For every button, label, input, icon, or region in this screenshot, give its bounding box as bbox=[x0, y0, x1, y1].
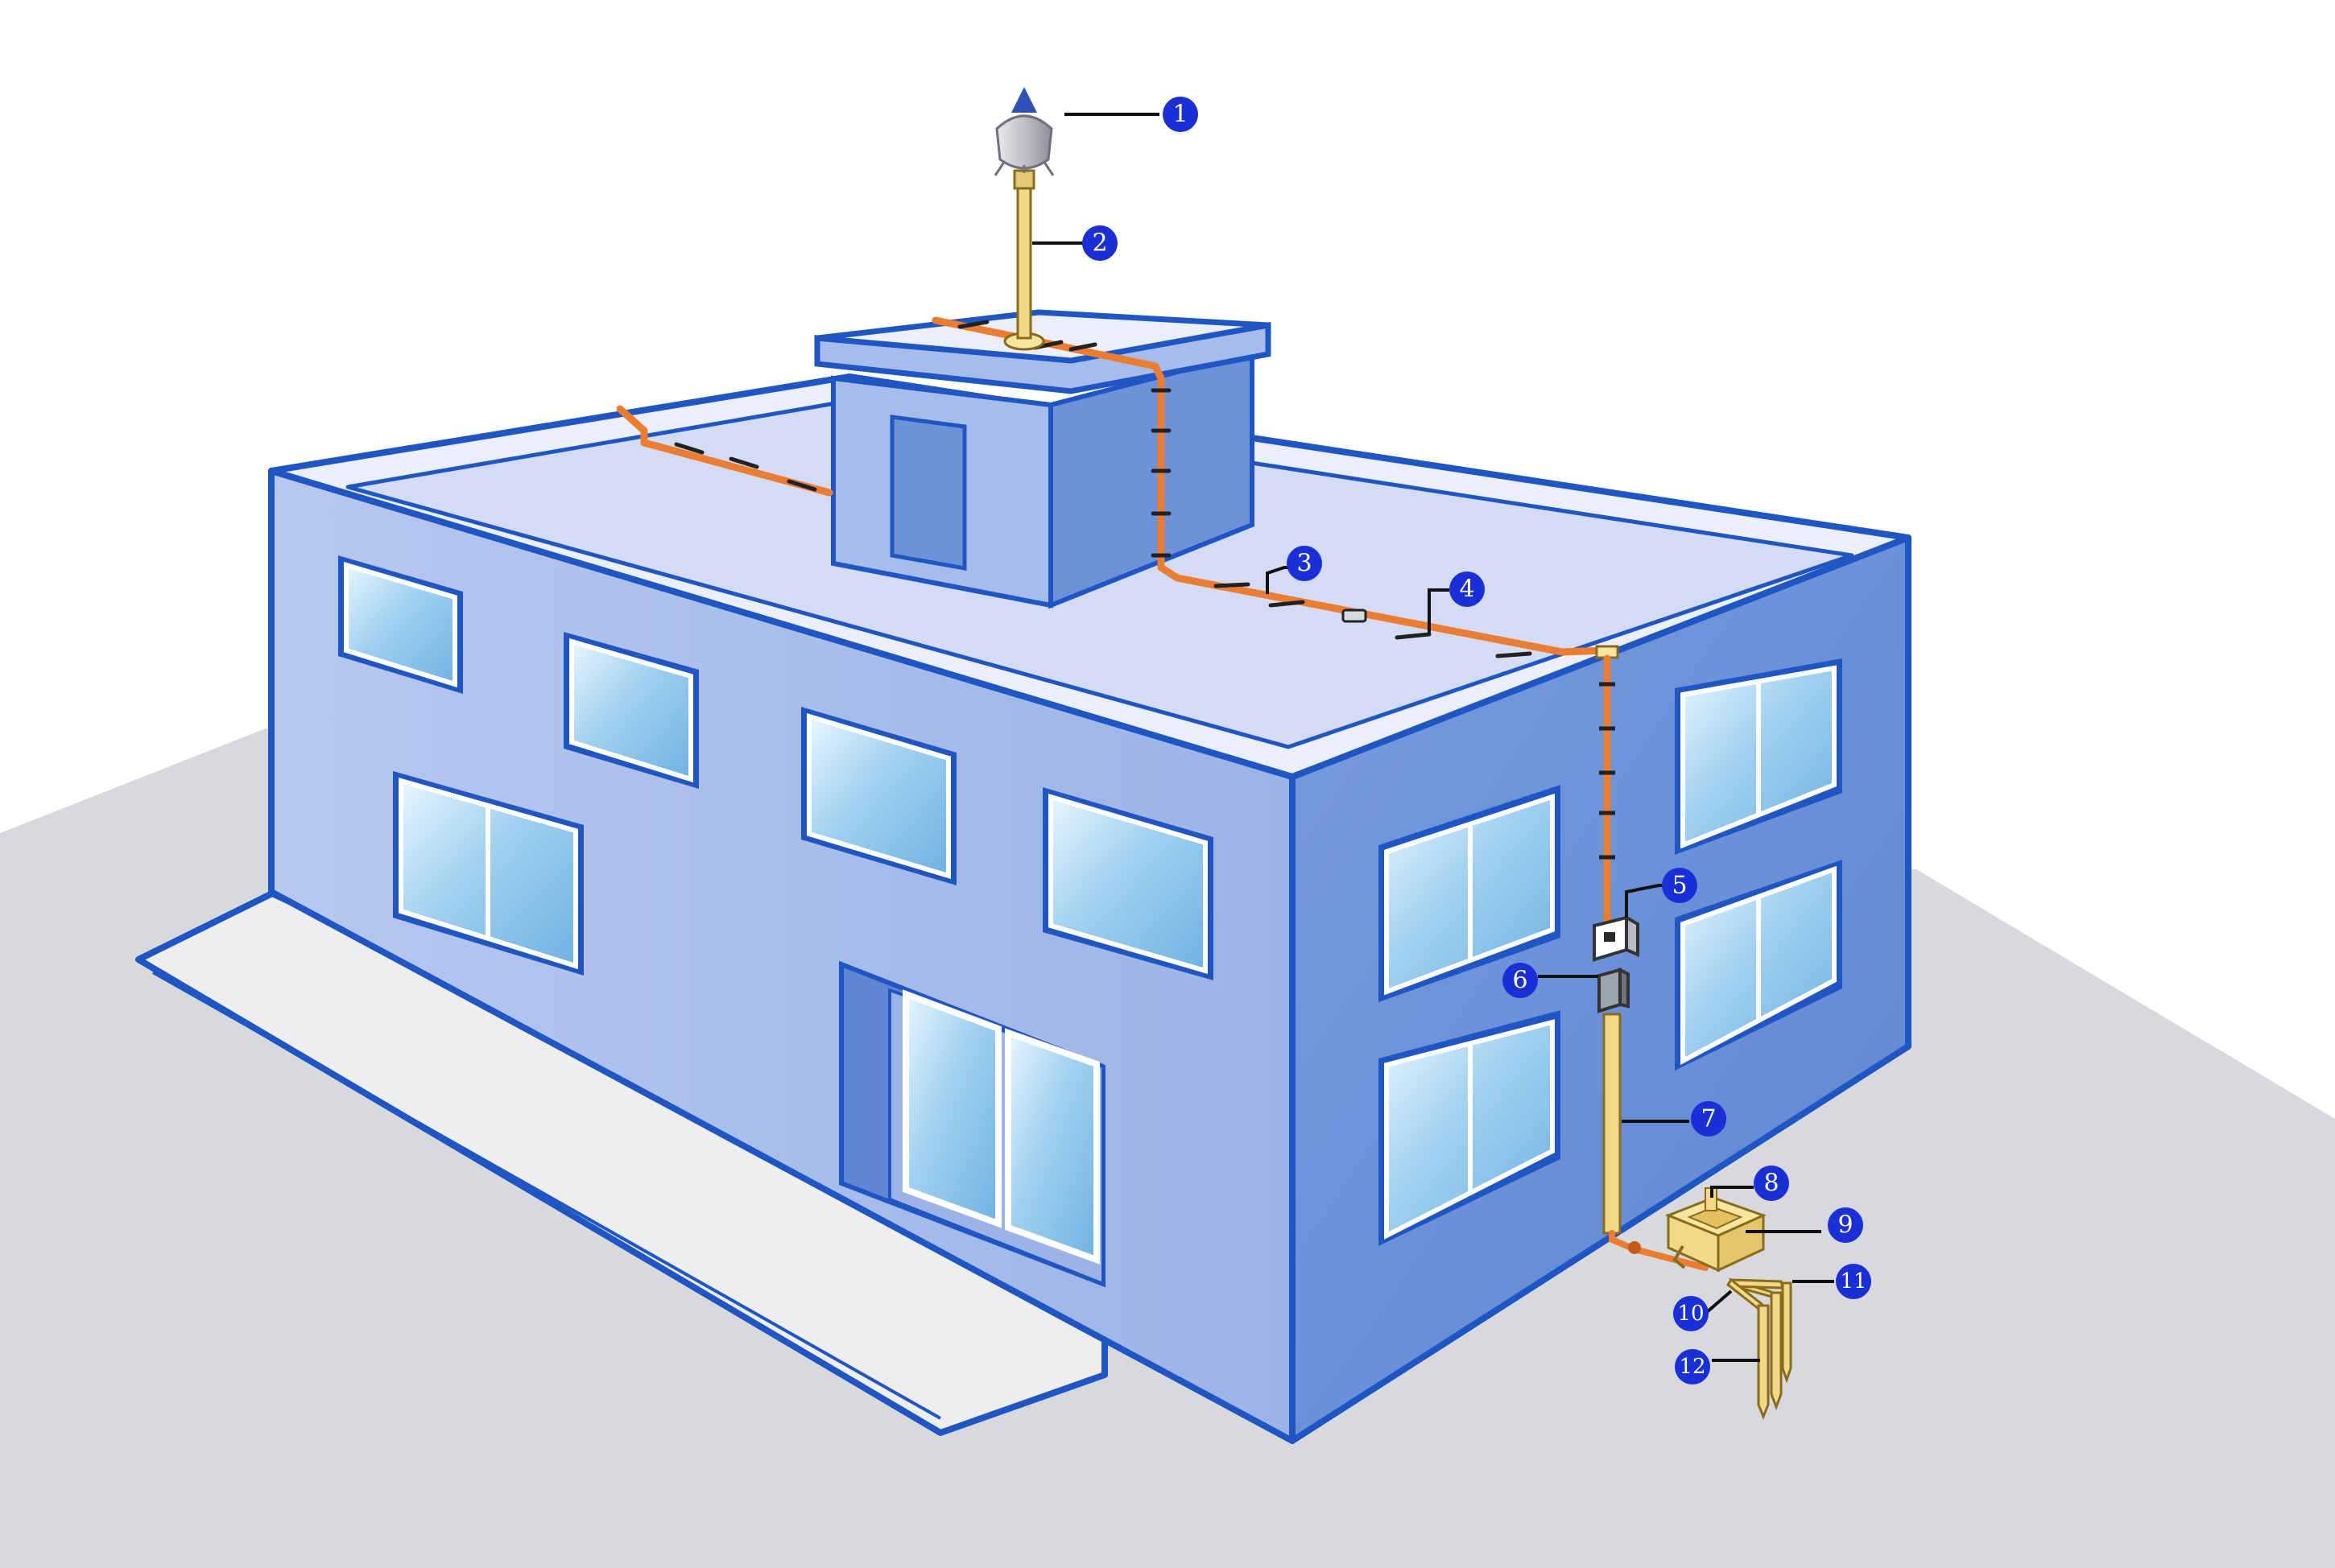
down-conductor bbox=[1595, 645, 1619, 926]
stair-housing-door bbox=[890, 415, 967, 571]
earth-bond-point bbox=[1628, 1241, 1641, 1254]
front-windows-upper bbox=[338, 555, 1213, 980]
callout-label-5: 5 bbox=[1672, 872, 1687, 900]
callout-marker-10: 10 bbox=[1673, 1296, 1709, 1331]
callout-label-9: 9 bbox=[1837, 1211, 1853, 1240]
lightning-strike-counter bbox=[1593, 914, 1639, 962]
callout-label-4: 4 bbox=[1459, 576, 1474, 604]
inspection-pit bbox=[1664, 1187, 1767, 1273]
earth-conductor-link bbox=[1609, 1230, 1709, 1271]
callout-marker-8: 8 bbox=[1754, 1166, 1789, 1201]
callout-label-2: 2 bbox=[1092, 229, 1107, 258]
callout-marker-4: 4 bbox=[1449, 571, 1485, 607]
callout-label-7: 7 bbox=[1701, 1105, 1716, 1133]
callout-marker-7: 7 bbox=[1691, 1101, 1726, 1137]
callout-marker-12: 12 bbox=[1675, 1349, 1710, 1384]
test-clamp-box bbox=[1597, 967, 1630, 1013]
callout-label-6: 6 bbox=[1512, 967, 1527, 995]
roof-stair-housing bbox=[814, 309, 1271, 609]
callout-leaders bbox=[1032, 113, 1834, 1362]
side-windows bbox=[1378, 658, 1842, 1246]
callout-marker-3: 3 bbox=[1287, 546, 1322, 581]
callout-label-11: 11 bbox=[1840, 1269, 1866, 1294]
callout-label-12: 12 bbox=[1679, 1355, 1705, 1379]
earth-rods bbox=[1725, 1277, 1792, 1421]
callout-marker-1: 1 bbox=[1163, 97, 1198, 132]
conductor-junction bbox=[1341, 609, 1367, 623]
callout-label-10: 10 bbox=[1677, 1302, 1704, 1326]
conductor-clips bbox=[674, 320, 1532, 658]
entrance-recess bbox=[839, 960, 1106, 1288]
callout-marker-5: 5 bbox=[1662, 868, 1697, 903]
callout-marker-2: 2 bbox=[1082, 225, 1118, 261]
callout-label-3: 3 bbox=[1296, 550, 1312, 578]
air-terminal bbox=[994, 87, 1055, 176]
callout-marker-9: 9 bbox=[1828, 1207, 1863, 1243]
callout-marker-11: 11 bbox=[1836, 1264, 1871, 1299]
callout-marker-6: 6 bbox=[1502, 963, 1538, 998]
protection-tube bbox=[1602, 1013, 1622, 1235]
front-window-lower bbox=[393, 771, 584, 976]
mast bbox=[1013, 169, 1035, 340]
callout-label-8: 8 bbox=[1763, 1170, 1779, 1198]
entrance-door-left bbox=[903, 989, 1002, 1228]
entrance-door-right bbox=[1005, 1028, 1100, 1265]
callout-label-1: 1 bbox=[1172, 101, 1188, 129]
